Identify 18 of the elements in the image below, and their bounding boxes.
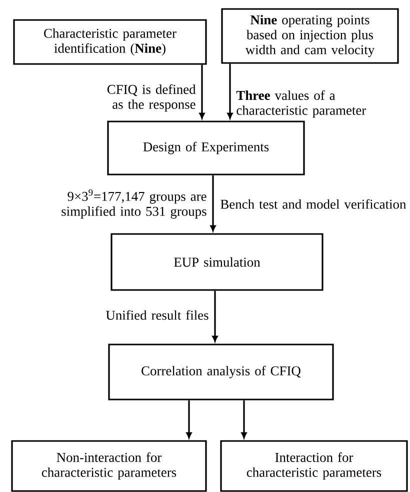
process-box: Nine operating points based on injection plus width and cam velocity [221,8,399,64]
edge-label: Three values of a characteristic parameter [236,90,366,118]
arrow [210,175,216,232]
edge-label: 9×3$^{9}$=177,147 groups are simplified into 531 groups [62,189,206,219]
process-box: Correlation analysis of CFIQ [108,344,334,400]
edge-label: Unified result files [106,310,208,320]
edge-label: CFIQ is defined as the response [107,84,196,112]
arrow [241,400,247,438]
arrow [212,290,218,342]
process-box: Interaction for characteristic parameters [220,440,408,492]
arrow [199,64,205,119]
process-box: Non-interaction for characteristic parameters [11,440,207,492]
process-box: Design of Experiments [107,120,305,176]
arrow [227,64,233,119]
process-box: Characteristic parameter identification (Nine) [13,19,207,65]
arrow [186,400,192,438]
note-text: Bench test and model verification [220,199,406,209]
process-box: EUP simulation [110,233,324,291]
